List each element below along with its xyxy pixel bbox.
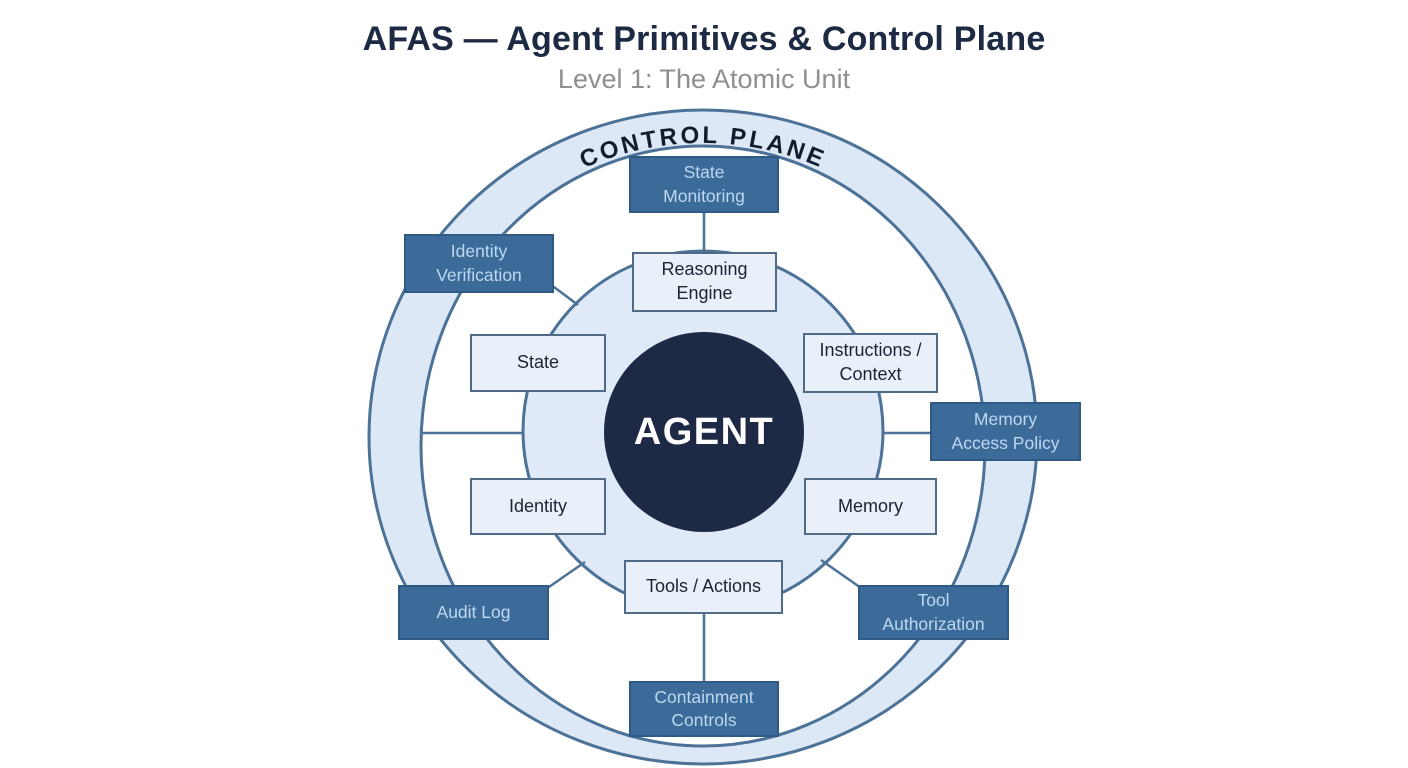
node-tools-actions-label: Tools / Actions [645, 576, 762, 597]
agent-label: AGENT [634, 411, 775, 453]
node-identity-label: Identity [508, 495, 568, 516]
node-identity: Identity [470, 478, 606, 535]
node-tool-authorization-label: Tool Authorization [882, 590, 985, 634]
node-state-monitoring: State Monitoring [629, 156, 779, 213]
node-state-label: State [516, 352, 560, 373]
node-containment-controls: Containment Controls [629, 681, 779, 737]
node-reasoning-engine: Reasoning Engine [632, 252, 777, 312]
connector-northwest [549, 283, 579, 306]
node-tools-actions: Tools / Actions [624, 560, 783, 614]
page-title: AFAS — Agent Primitives & Control Plane [362, 20, 1046, 58]
connector-southwest [545, 560, 586, 591]
node-state-monitoring-label: State Monitoring [663, 162, 745, 206]
node-audit-log: Audit Log [398, 585, 549, 640]
agent-circle [604, 332, 804, 532]
connector-lines [421, 213, 931, 682]
page-subtitle: Level 1: The Atomic Unit [557, 64, 851, 94]
node-identity-verification-label: Identity Verification [436, 241, 522, 285]
node-instructions-context-label: Instructions / Context [819, 340, 922, 384]
node-state: State [470, 334, 606, 392]
node-instructions-context: Instructions / Context [803, 333, 938, 393]
node-audit-log-label: Audit Log [436, 601, 511, 622]
node-reasoning-engine-label: Reasoning Engine [661, 259, 748, 303]
node-memory: Memory [804, 478, 937, 535]
node-tool-authorization: Tool Authorization [858, 585, 1009, 640]
node-memory-label: Memory [837, 495, 903, 516]
node-identity-verification: Identity Verification [404, 234, 554, 293]
connector-southeast [820, 558, 862, 590]
node-memory-access-policy: Memory Access Policy [930, 402, 1081, 461]
node-memory-access-policy-label: Memory Access Policy [951, 409, 1060, 453]
node-containment-controls-label: Containment Controls [654, 686, 754, 730]
